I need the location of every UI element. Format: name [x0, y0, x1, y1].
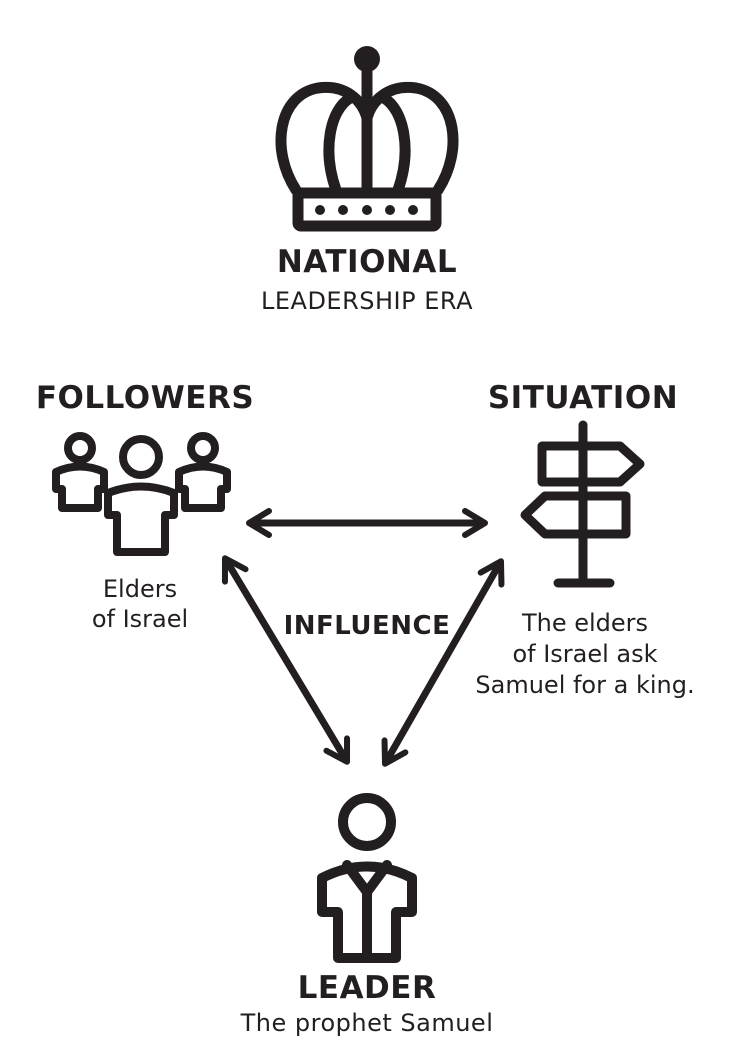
situation-line-3: Samuel for a king.	[475, 671, 695, 699]
followers-line-1: Elders	[102, 575, 178, 603]
followers-title: FOLLOWERS	[35, 380, 255, 416]
people-group-icon	[52, 432, 231, 556]
arrow-situation-leader	[381, 558, 505, 767]
era-subtitle: LEADERSHIP ERA	[260, 287, 474, 315]
followers-line-2: of Israel	[91, 605, 189, 633]
leader-title: LEADER	[297, 970, 437, 1006]
signpost-icon	[520, 420, 645, 588]
era-title: NATIONAL	[276, 244, 458, 280]
leader-subtitle: The prophet Samuel	[240, 1009, 494, 1037]
influence-arrows	[221, 508, 505, 767]
crown-icon	[275, 46, 459, 232]
influence-label: INFLUENCE	[283, 611, 451, 641]
person-icon	[317, 793, 417, 963]
situation-line-1: The elders	[521, 609, 649, 637]
situation-line-2: of Israel ask	[512, 640, 658, 668]
situation-title: SITUATION	[487, 380, 679, 416]
arrow-followers-leader	[221, 555, 351, 765]
